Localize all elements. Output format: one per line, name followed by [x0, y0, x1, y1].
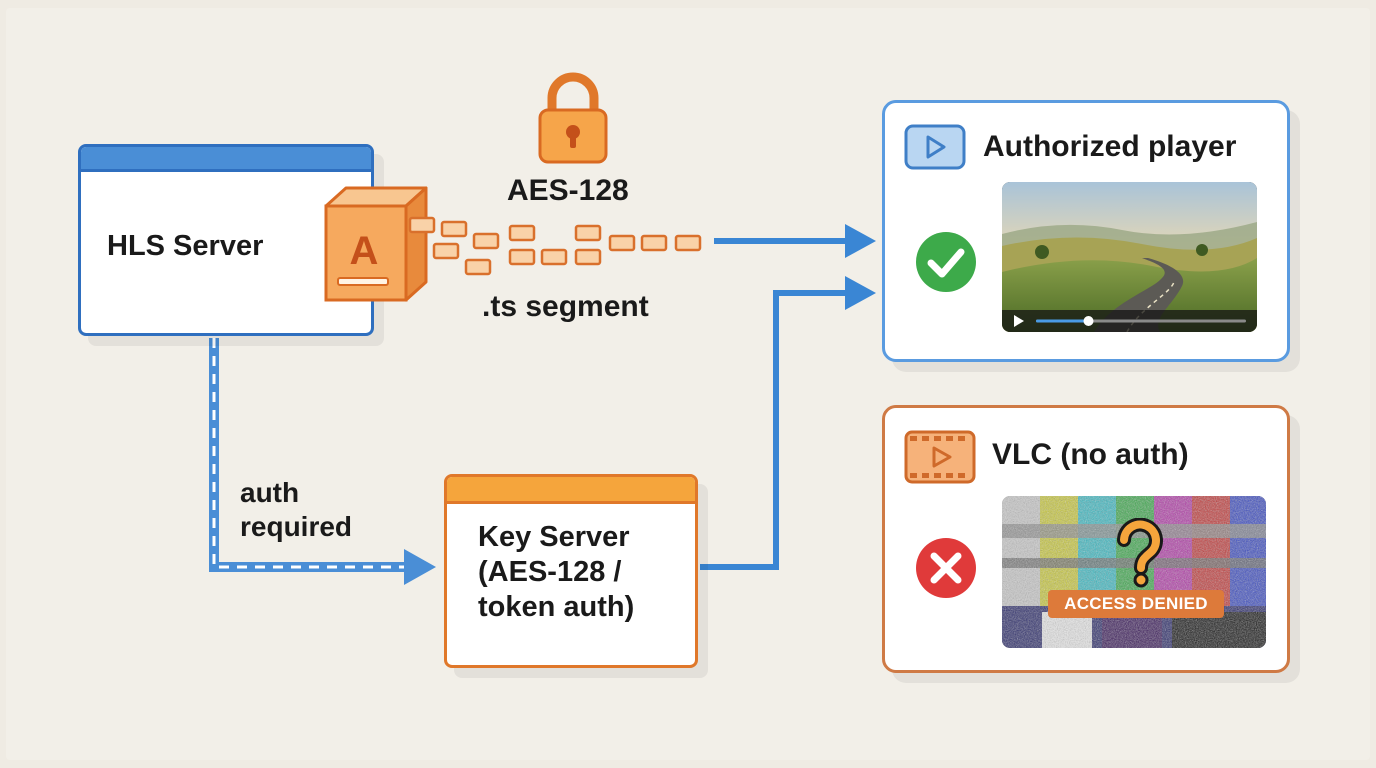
auth-label-line2: required	[240, 511, 353, 542]
key-delivery-arrow	[700, 276, 876, 570]
encryption-label: AES-128	[507, 174, 629, 207]
auth-required-link	[209, 338, 436, 585]
x-mark-icon	[916, 538, 976, 598]
key-server-line1: Key Server	[478, 521, 630, 553]
auth-label-line1: auth	[240, 477, 300, 508]
segment-label: .ts segment	[482, 290, 649, 323]
lock-icon	[538, 72, 608, 164]
progress-fill	[1036, 319, 1089, 323]
key-server-line2: (AES-128 /	[478, 556, 622, 588]
playback-controls	[1014, 315, 1246, 327]
window-title-bar	[447, 477, 695, 504]
segment-arrow	[714, 224, 876, 258]
key-server-window	[444, 474, 698, 668]
video-thumbnail	[1002, 182, 1257, 332]
window-title-bar	[81, 147, 371, 172]
corrupted-video: ACCESS DENIED	[1002, 496, 1266, 648]
play-window-icon	[904, 124, 966, 170]
key-server-line3: token auth)	[478, 591, 635, 623]
authorized-player-title: Authorized player	[983, 130, 1237, 163]
hls-server-label: HLS Server	[107, 230, 264, 262]
ts-segment-blocks	[408, 216, 702, 276]
vlc-player-title: VLC (no auth)	[992, 438, 1189, 471]
progress-knob	[1083, 316, 1094, 326]
landscape-scene	[1002, 182, 1257, 332]
encrypted-cube-icon: A	[324, 186, 428, 302]
question-mark-icon	[1117, 518, 1163, 588]
cube-letter: A	[350, 229, 379, 273]
color-bars-noise	[1002, 496, 1266, 648]
checkmark-icon	[916, 232, 976, 292]
access-denied-badge: ACCESS DENIED	[1048, 590, 1224, 618]
play-icon	[1014, 315, 1024, 327]
film-strip-icon	[904, 430, 976, 484]
